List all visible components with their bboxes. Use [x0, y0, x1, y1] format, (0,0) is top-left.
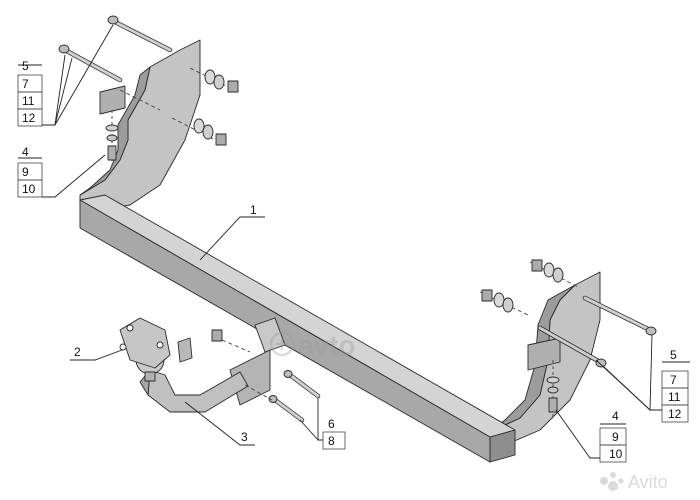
callout-group-top-left: 5 7 11 12	[17, 24, 114, 127]
callout-9-mid-left: 9	[22, 165, 29, 179]
callout-group-mid-left: 4 9 10	[17, 145, 106, 198]
callout-7-top-left: 7	[22, 77, 29, 91]
bolt-right-upper	[582, 295, 657, 336]
callout-12-top-left: 12	[22, 111, 36, 125]
ball-mount-arm	[139, 369, 249, 413]
callout-11-right: 11	[668, 390, 681, 404]
callout-12-right: 12	[668, 407, 682, 421]
bolt-top-left-lower	[58, 44, 123, 83]
washers-nuts-top	[119, 67, 239, 146]
callout-group-right-bottom: 4 9 10	[555, 409, 627, 463]
callout-group-right-top: 5 7 11 12	[595, 334, 690, 423]
bolt-left-vertical	[105, 110, 119, 165]
callout-11-top-left: 11	[22, 94, 35, 108]
callout-2: 2	[74, 345, 81, 359]
main-cross-beam	[79, 194, 516, 463]
callout-1: 1	[250, 203, 257, 217]
plate-clamp	[177, 337, 193, 363]
watermark-corner: Avito	[600, 472, 668, 492]
callout-10-mid-left: 10	[22, 182, 36, 196]
callout-4-mid-left: 4	[22, 145, 29, 159]
bolt-right-lower	[537, 325, 607, 368]
callout-4-right: 4	[612, 409, 619, 423]
bolt-right-vertical	[546, 360, 560, 420]
watermark-corner-text: Avito	[628, 472, 668, 492]
callout-5-right: 5	[670, 348, 677, 362]
washers-nuts-right	[479, 259, 581, 317]
callout-6: 6	[328, 417, 335, 431]
callout-7-right: 7	[670, 373, 677, 387]
callout-10-right: 10	[609, 447, 623, 461]
callout-frame: 1	[199, 203, 265, 261]
watermark-center-text: avto	[298, 330, 356, 361]
right-bracket	[489, 271, 601, 446]
watermark-center: avto	[269, 330, 356, 361]
callout-plate: 2	[70, 345, 123, 361]
bolts-lower-middle	[211, 329, 321, 423]
callout-9-right: 9	[612, 430, 619, 444]
callout-5-top-left: 5	[22, 59, 29, 73]
callout-group-bolts: 6 8	[299, 398, 346, 450]
callout-ball: 3	[184, 401, 255, 446]
socket-plate	[119, 317, 171, 369]
callout-8: 8	[328, 434, 335, 448]
callout-3: 3	[241, 430, 248, 444]
bolt-top-left-upper	[107, 15, 173, 53]
